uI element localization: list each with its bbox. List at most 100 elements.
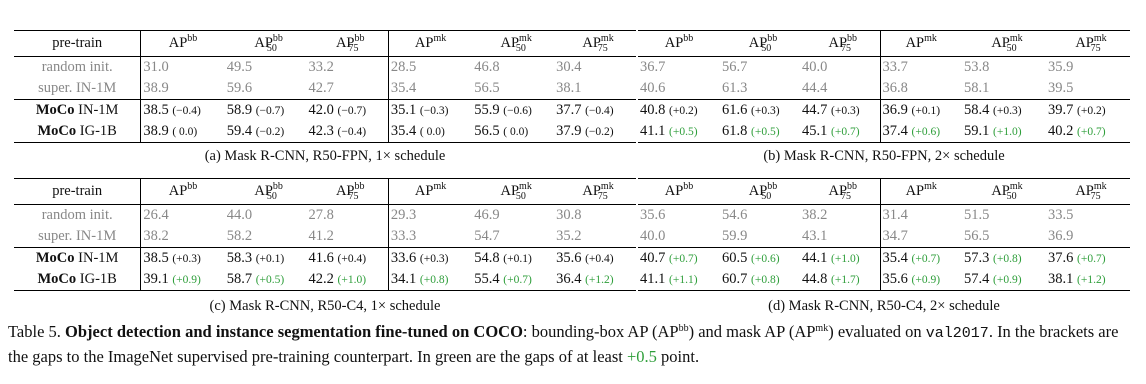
- header-pretrain: pre-train: [14, 30, 142, 57]
- cell: 31.4: [880, 205, 962, 227]
- cell-gap: (+1.2): [1077, 274, 1106, 286]
- cell-gap: (−0.7): [337, 105, 367, 117]
- cell-gap: (+0.9): [993, 274, 1022, 286]
- cell-value: 44.4: [802, 80, 828, 96]
- cell: 36.7: [638, 57, 720, 79]
- cell-gap: ( 0.0): [503, 126, 529, 138]
- cell-value: 34.1: [390, 271, 417, 287]
- cell-value: 44.8: [802, 271, 828, 287]
- caption-text: ) and mask AP (AP: [688, 322, 816, 341]
- header-ap-label: AP: [414, 35, 434, 51]
- header-ap-bb: APbb: [638, 31, 720, 57]
- header-sup: bb: [683, 181, 694, 192]
- cell: 38.2: [800, 204, 881, 226]
- cell-value: 53.8: [964, 59, 990, 75]
- header-sub: 50: [266, 191, 277, 202]
- header-sup: mk: [433, 33, 447, 44]
- cell: 36.9: [1046, 226, 1130, 248]
- cell: 44.8 (+1.7): [800, 269, 881, 291]
- cell: 56.5: [472, 78, 554, 100]
- cell: 30.8: [554, 205, 636, 227]
- cell: 37.4 (+0.6): [880, 121, 962, 143]
- subcaption-b: (b) Mask R-CNN, R50-FPN, 2× schedule: [763, 148, 1005, 164]
- cell-value: 33.7: [882, 59, 908, 75]
- cell-value: 38.1: [556, 80, 582, 96]
- cell-value: 35.6: [640, 207, 666, 223]
- cell-value: 55.4: [474, 271, 500, 287]
- header-ap-mk: APmk: [880, 179, 962, 205]
- row-method: MoCo: [37, 123, 77, 139]
- header-ap-mk: APmk: [880, 31, 962, 57]
- cell-gap: (−0.4): [172, 105, 201, 117]
- cell-value: 33.5: [1048, 207, 1074, 223]
- cell: 53.8: [962, 57, 1046, 79]
- cell-value: 59.4: [226, 123, 253, 139]
- header-ap-mk-50: APmk50: [472, 179, 554, 205]
- cell: 51.5: [962, 205, 1046, 227]
- cell: 45.1 (+0.7): [800, 121, 881, 143]
- cell-value: 61.3: [722, 80, 748, 96]
- row-dataset: IN-1M: [78, 102, 119, 118]
- row-dataset: IG-1B: [79, 123, 117, 139]
- cell-value: 61.6: [722, 102, 748, 118]
- cell-value: 40.0: [802, 59, 828, 75]
- header-ap-bb-75: APbb75: [800, 30, 881, 57]
- cell: 56.5 ( 0.0): [472, 121, 555, 143]
- cell: 33.5: [1046, 205, 1130, 227]
- cell: 29.3: [388, 205, 472, 227]
- header-ap-bb-75: APbb75: [306, 178, 389, 205]
- header-ap-mk-75: APmk75: [554, 179, 636, 205]
- cell: 57.3 (+0.8): [962, 247, 1046, 269]
- cell: 39.7 (+0.2): [1046, 99, 1130, 121]
- header-sub: 75: [1090, 191, 1101, 202]
- cell-gap: (+0.7): [831, 126, 860, 138]
- cell-value: 40.2: [1048, 123, 1074, 139]
- cell-value: 54.7: [474, 228, 500, 244]
- cell: 35.6 (+0.9): [880, 269, 962, 291]
- cell: 55.9 (−0.6): [472, 99, 555, 121]
- cell: 43.1: [800, 226, 881, 248]
- cell: 41.6 (+0.4): [306, 247, 389, 269]
- cell: 33.7: [880, 57, 962, 79]
- cell-value: 39.5: [1048, 80, 1074, 96]
- cell: 59.9: [720, 226, 800, 248]
- cell: 39.1 (+0.9): [140, 269, 225, 291]
- cell-gap: (+0.4): [337, 253, 367, 265]
- cell-value: 41.2: [308, 228, 334, 244]
- cell: 41.1 (+1.1): [638, 269, 720, 291]
- header-sup: bb: [187, 181, 198, 192]
- header-ap-bb-50: APbb50: [225, 31, 307, 57]
- cell: 26.4: [141, 205, 225, 227]
- header-sup: bb: [187, 33, 198, 44]
- cell: 58.9 (−0.7): [224, 99, 307, 121]
- cell-value: 42.7: [308, 80, 334, 96]
- cell-value: 44.7: [802, 102, 828, 118]
- row-method: MoCo: [35, 102, 75, 118]
- cell-value: 58.2: [226, 228, 253, 244]
- cell-value: 41.6: [308, 250, 334, 266]
- cell-gap: (−0.4): [585, 105, 614, 117]
- header-ap-mk-75: APmk75: [1046, 31, 1130, 57]
- caption-dataset: val2017: [925, 325, 989, 342]
- cell-gap: (+0.3): [419, 253, 449, 265]
- cell: 37.9 (−0.2): [554, 121, 636, 143]
- cell: 49.5: [225, 57, 307, 79]
- cell-value: 38.5: [143, 102, 169, 118]
- cell-value: 40.6: [640, 80, 666, 96]
- cell: 40.0: [800, 56, 881, 78]
- cell-gap: (+0.8): [993, 253, 1022, 265]
- cell: 31.0: [141, 57, 225, 79]
- cell-value: 28.5: [390, 59, 417, 75]
- cell-value: 31.0: [143, 59, 169, 75]
- cell: 58.3 (+0.1): [224, 247, 307, 269]
- header-sub: 50: [1006, 43, 1017, 54]
- cell: 56.7: [720, 57, 800, 79]
- cell-value: 33.3: [390, 228, 417, 244]
- header-sup: bb: [272, 181, 283, 192]
- header-ap-label: AP: [748, 35, 768, 51]
- cell-value: 36.9: [882, 102, 908, 118]
- header-ap-label: AP: [991, 35, 1010, 51]
